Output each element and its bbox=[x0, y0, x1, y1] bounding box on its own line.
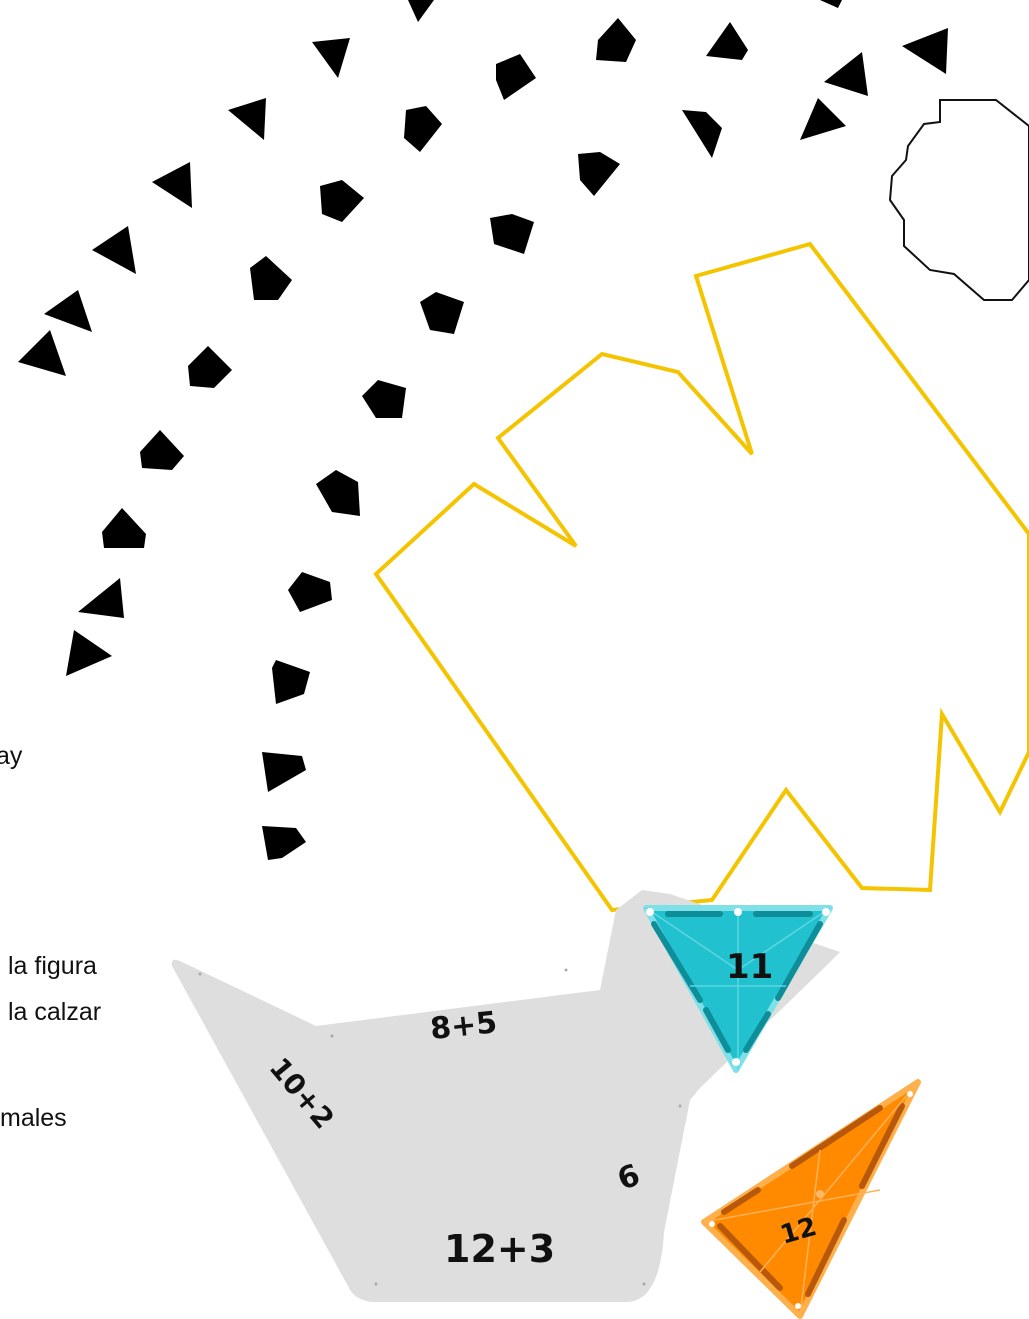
instruction-line-4: males bbox=[0, 1104, 67, 1132]
black-pentagon-dot bbox=[596, 18, 636, 62]
black-pentagon-dot bbox=[102, 508, 146, 548]
orange-center-dot bbox=[816, 1190, 824, 1198]
gray-bottom-label: 12+3 bbox=[444, 1227, 555, 1271]
gray-tile-hole bbox=[678, 1104, 682, 1108]
black-triangle-dot bbox=[92, 226, 136, 274]
black-triangle-dot bbox=[902, 28, 948, 74]
black-pentagon-dot bbox=[272, 660, 310, 704]
black-triangle-dot bbox=[66, 630, 112, 676]
dodecagon-outline bbox=[888, 99, 1029, 301]
gray-top-label: 8+5 bbox=[429, 1005, 499, 1047]
orange-triangle-tile[interactable] bbox=[701, 1079, 921, 1319]
gray-tile-hole bbox=[564, 968, 568, 972]
instruction-line-2: la figura bbox=[8, 952, 97, 980]
teal-triangle-ribs bbox=[645, 907, 831, 1070]
black-triangle-dot bbox=[820, 0, 842, 8]
black-pentagon-dot bbox=[362, 380, 406, 418]
gray-tile-hole bbox=[374, 1282, 378, 1286]
orange-triangle-ribs bbox=[703, 1081, 919, 1317]
teal-corner-hole bbox=[732, 1058, 740, 1066]
pentagon-dot-arc bbox=[102, 18, 748, 860]
black-pentagon-dot bbox=[420, 292, 464, 334]
teal-corner-hole bbox=[734, 908, 742, 916]
triangle-dot-arc bbox=[18, 0, 948, 676]
black-pentagon-dot bbox=[288, 572, 332, 612]
black-pentagon-dot bbox=[578, 152, 620, 196]
black-pentagon-dot bbox=[404, 106, 442, 152]
orange-corner-hole bbox=[795, 1303, 801, 1309]
gray-tile[interactable] bbox=[171, 890, 840, 1302]
gray-tile-hole bbox=[330, 1034, 334, 1038]
teal-triangle-tile[interactable] bbox=[643, 905, 833, 1073]
black-triangle-dot bbox=[800, 98, 846, 140]
teal-corner-hole bbox=[822, 908, 830, 916]
black-pentagon-dot bbox=[262, 826, 306, 860]
black-pentagon-dot bbox=[140, 430, 184, 470]
black-triangle-dot bbox=[824, 52, 868, 96]
black-pentagon-dot bbox=[496, 54, 536, 100]
yellow-figure-outline bbox=[373, 241, 1029, 913]
orange-corner-hole bbox=[709, 1221, 715, 1227]
black-pentagon-dot bbox=[262, 752, 306, 792]
gray-tile-hole bbox=[198, 972, 202, 976]
black-pentagon-dot bbox=[316, 470, 360, 516]
black-triangle-dot bbox=[44, 290, 92, 332]
black-triangle-dot bbox=[312, 38, 350, 78]
black-pentagon-dot bbox=[188, 346, 232, 388]
instruction-line-1: ay bbox=[0, 742, 23, 770]
teal-triangle-label: 11 bbox=[726, 947, 773, 987]
black-pentagon-dot bbox=[706, 22, 748, 60]
orange-triangle-shape bbox=[701, 1079, 921, 1319]
teal-corner-hole bbox=[646, 908, 654, 916]
black-triangle-dot bbox=[18, 330, 66, 376]
black-triangle-dot bbox=[408, 0, 434, 22]
black-pentagon-dot bbox=[250, 256, 292, 300]
black-triangle-dot bbox=[152, 162, 192, 208]
instruction-line-3: la calzar bbox=[8, 998, 102, 1026]
black-triangle-dot bbox=[78, 578, 124, 618]
gray-tile-hole bbox=[642, 1282, 646, 1286]
gray-tile-shape bbox=[171, 890, 840, 1302]
black-pentagon-dot bbox=[682, 110, 722, 158]
black-triangle-dot bbox=[228, 98, 266, 140]
orange-corner-hole bbox=[907, 1091, 913, 1097]
orange-triangle-edge-bars bbox=[717, 1103, 905, 1297]
black-pentagon-dot bbox=[320, 180, 364, 222]
teal-triangle-edge-bars bbox=[651, 911, 823, 1053]
black-pentagon-dot bbox=[490, 214, 534, 254]
